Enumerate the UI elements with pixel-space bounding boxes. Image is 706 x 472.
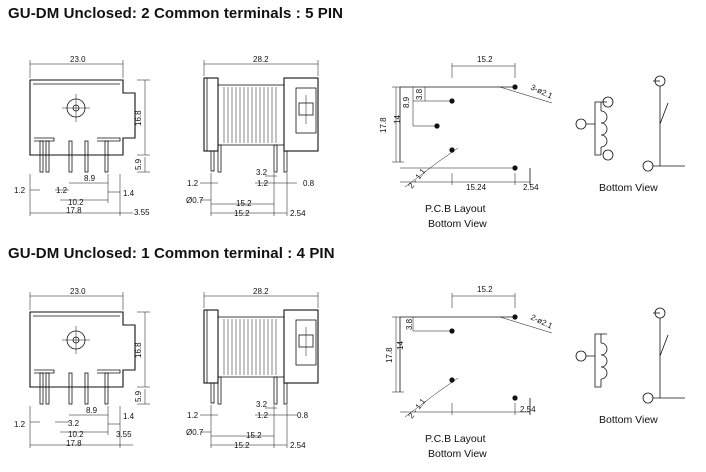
dim-e: 1.4 — [123, 412, 135, 421]
dim-f8: 2.54 — [290, 209, 306, 218]
dim-f7: 15.2 — [234, 441, 250, 450]
relay-schematic-4pin: Bottom View — [575, 307, 686, 426]
dim-top: 15.2 — [477, 285, 493, 294]
side-view-5pin: 23.0 16.8 5.9 1.2 1.2 8.9 10.2 1.4 17.8 … — [14, 55, 151, 217]
dim-f6: 15.2 — [236, 199, 252, 208]
dim-slant: 2 - 1.1 — [406, 396, 427, 420]
dim-f2: 3.2 — [256, 168, 268, 177]
schematic-lines — [575, 307, 686, 404]
dim-f5: Ø0.7 — [186, 196, 204, 205]
dim-f1: 1.2 — [187, 179, 199, 188]
dim-length: 28.2 — [253, 287, 269, 296]
caption-bottom-view: Bottom View — [599, 414, 658, 426]
dim-d: 10.2 — [68, 430, 84, 439]
dim-f7: 15.2 — [234, 209, 250, 218]
side-view-outline — [29, 291, 151, 449]
dim-f8: 2.54 — [290, 441, 306, 450]
dim-height: 16.8 — [134, 342, 143, 358]
pcb-outline — [391, 62, 553, 188]
dim-pin-length: 5.9 — [134, 158, 143, 170]
dim-c: 8.9 — [84, 174, 96, 183]
dim-slant: 2 - 1.1 — [406, 166, 427, 190]
dim-a: 1.2 — [14, 420, 26, 429]
dim-pin-length: 5.9 — [134, 390, 143, 402]
dim-g: 3.55 — [134, 208, 150, 217]
dim-v4: 17.8 — [385, 347, 394, 363]
dim-v1: 3.8 — [405, 318, 414, 330]
side-view-4pin: 23.0 16.8 5.9 1.2 3.2 8.9 10.2 1.4 17.8 … — [14, 287, 151, 449]
dim-a: 1.2 — [14, 186, 26, 195]
section-title-5pin: GU-DM Unclosed: 2 Common terminals : 5 P… — [8, 5, 344, 22]
dim-length: 28.2 — [253, 55, 269, 64]
dim-height: 16.8 — [134, 110, 143, 126]
dim-f3: 1.2 — [257, 411, 269, 420]
caption-bottom-view: Bottom View — [428, 448, 487, 460]
dim-width: 23.0 — [70, 55, 86, 64]
section-title-4pin: GU-DM Unclosed: 1 Common terminal : 4 PI… — [8, 245, 335, 262]
dim-v1: 3.8 — [415, 88, 424, 100]
pcb-hole — [449, 377, 455, 383]
dim-f6: 15.2 — [246, 431, 262, 440]
dim-bottom: 15.24 — [466, 183, 487, 192]
relay-schematic-5pin: Bottom View — [575, 75, 686, 194]
dim-top: 15.2 — [477, 55, 493, 64]
pcb-hole — [449, 147, 455, 153]
front-view-4pin: 28.2 1.2 3.2 1.2 0.8 Ø0.7 15.2 15.2 2.54 — [186, 287, 319, 450]
dim-d: 10.2 — [68, 198, 84, 207]
dim-f3: 1.2 — [257, 179, 269, 188]
dim-width: 23.0 — [70, 287, 86, 296]
dim-hole-label: 3-ø2.1 — [529, 83, 554, 101]
caption-bottom-view: Bottom View — [599, 182, 658, 194]
caption-pcb-layout: P.C.B Layout — [425, 203, 486, 215]
dim-v2: 8.9 — [402, 96, 411, 108]
dim-f1: 1.2 — [187, 411, 199, 420]
dim-f4: 0.8 — [297, 411, 309, 420]
dim-v4: 17.8 — [379, 117, 388, 133]
dim-c: 8.9 — [86, 406, 98, 415]
caption-pcb-layout: P.C.B Layout — [425, 433, 486, 445]
dim-e: 1.4 — [123, 189, 135, 198]
dim-hole-label: 2-ø2.1 — [529, 313, 554, 331]
dim-f4: 0.8 — [303, 179, 315, 188]
dim-right: 2.54 — [523, 183, 539, 192]
dim-b: 1.2 — [56, 186, 68, 195]
dim-b: 3.2 — [68, 419, 80, 428]
dim-f5: Ø0.7 — [186, 428, 204, 437]
front-view-5pin: 28.2 1.2 3.2 1.2 0.8 Ø0.7 15.2 15.2 2.54 — [186, 55, 319, 218]
dim-right: 2.54 — [520, 405, 536, 414]
pcb-hole — [512, 395, 518, 401]
pcb-outline — [391, 292, 553, 418]
dim-f: 17.8 — [66, 206, 82, 215]
pcb-hole — [512, 314, 518, 320]
caption-bottom-view: Bottom View — [428, 218, 487, 230]
front-view-outline — [199, 291, 319, 449]
pcb-layout-5pin: 15.2 3-ø2.1 3.8 8.9 14 17.8 2 - 1.1 15.2… — [379, 55, 554, 230]
schematic-lines — [575, 75, 686, 172]
pcb-layout-4pin: 15.2 2-ø2.1 3.8 14 17.8 2 - 1.1 2.54 P.C… — [385, 285, 554, 460]
dim-v3: 14 — [396, 341, 405, 350]
dim-v3: 14 — [393, 115, 402, 124]
dim-g: 3.55 — [116, 430, 132, 439]
front-view-outline — [199, 59, 319, 217]
pcb-hole — [512, 84, 518, 90]
dim-f2: 3.2 — [256, 400, 268, 409]
dim-f: 17.8 — [66, 439, 82, 448]
